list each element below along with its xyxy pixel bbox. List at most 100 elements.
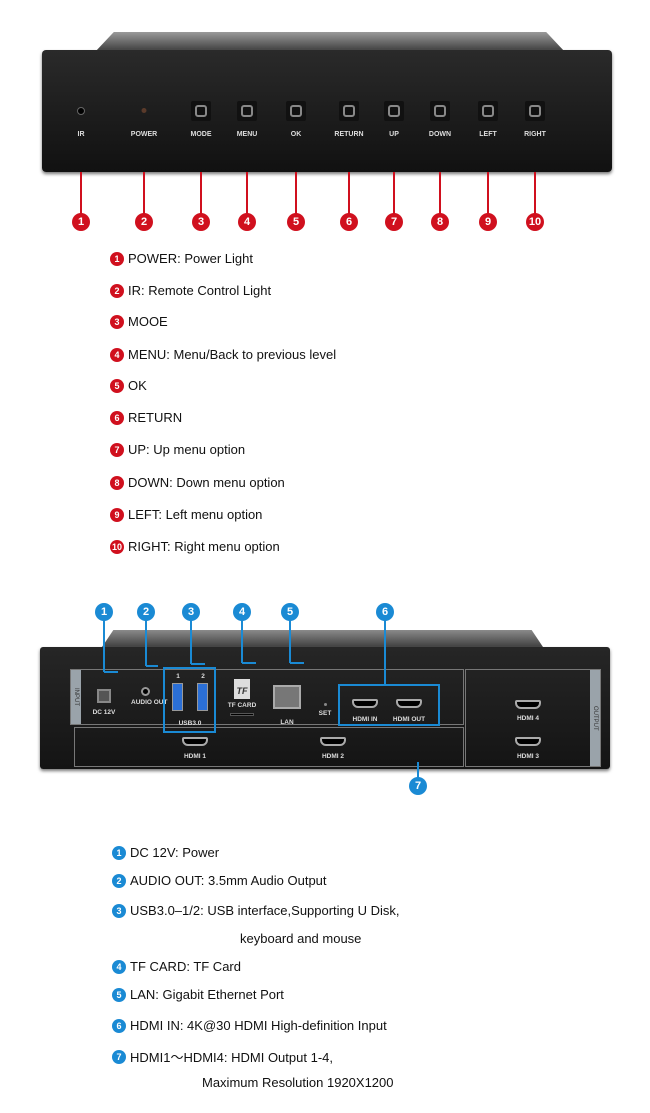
button-face <box>434 105 446 117</box>
number-badge: 5 <box>112 987 126 1002</box>
up-label: UP <box>389 131 399 138</box>
number-badge: 10 <box>110 539 124 554</box>
legend-text: IR: Remote Control Light <box>128 283 272 298</box>
mode-button <box>191 101 211 121</box>
tf-card-icon: TF <box>234 679 250 699</box>
device-top-cover <box>100 630 545 650</box>
legend-text: LEFT: Left menu option <box>128 507 263 522</box>
number-badge: 5 <box>110 378 124 393</box>
button-face <box>482 105 494 117</box>
callout-5: 5 <box>287 213 305 231</box>
number-badge: 2 <box>110 283 124 298</box>
output-label: OUTPUT <box>590 670 600 766</box>
callout-line <box>145 612 147 666</box>
hdmi3-label: HDMI 3 <box>516 753 540 760</box>
input-panel <box>70 669 464 725</box>
legend-continuation: Maximum Resolution 1920X1200 <box>202 1075 394 1090</box>
button-face <box>529 105 541 117</box>
hdmi3-port <box>515 737 541 746</box>
right-label: RIGHT <box>524 131 546 138</box>
callout-line <box>348 172 350 214</box>
set-button <box>324 703 327 706</box>
hdmi-in-label: HDMI IN <box>352 716 378 723</box>
set-button-label: SET <box>318 710 332 717</box>
tf-slot <box>230 713 254 716</box>
return-label: RETURN <box>334 131 364 138</box>
number-badge: 9 <box>110 507 124 522</box>
usb-highlight <box>163 667 216 733</box>
legend-text: AUDIO OUT: 3.5mm Audio Output <box>130 873 327 888</box>
ok-label: OK <box>290 131 302 138</box>
button-face <box>195 105 207 117</box>
number-badge: 3 <box>112 903 126 918</box>
hdmi4-label: HDMI 4 <box>516 715 540 722</box>
legend-text: RETURN <box>128 410 183 425</box>
front-legend-item: 10 RIGHT: Right menu option <box>110 539 280 554</box>
callout-line <box>246 172 248 214</box>
callout-line <box>104 671 118 673</box>
ok-button <box>286 101 306 121</box>
button-face <box>290 105 302 117</box>
number-badge: 4 <box>110 347 124 362</box>
up-button <box>384 101 404 121</box>
legend-text: DC 12V: Power <box>130 845 220 860</box>
ir-label: IR <box>77 131 85 138</box>
tf-label: TF CARD <box>227 702 257 709</box>
legend-text: MENU: Menu/Back to previous level <box>128 347 337 362</box>
number-badge: 6 <box>112 1018 126 1033</box>
hdmi1-port <box>182 737 208 746</box>
left-button <box>478 101 498 121</box>
callout-line <box>289 612 291 663</box>
callout-line <box>487 172 489 214</box>
hdmi-out-label: HDMI OUT <box>392 716 426 723</box>
ir-receiver <box>77 107 85 115</box>
callout-line <box>191 663 205 665</box>
legend-text: UP: Up menu option <box>128 442 246 457</box>
callout-line <box>295 172 297 214</box>
callout-4: 4 <box>233 603 251 621</box>
rear-legend-item: 2 AUDIO OUT: 3.5mm Audio Output <box>112 873 327 888</box>
return-button <box>339 101 359 121</box>
hdmi-output-strip <box>74 727 464 767</box>
callout-line <box>439 172 441 214</box>
legend-continuation: keyboard and mouse <box>240 931 362 946</box>
legend-text: RIGHT: Right menu option <box>128 539 280 554</box>
number-badge: 7 <box>110 442 124 457</box>
device-rear-face: INPUT OUTPUT DC 12V AUDIO OUT 1 2 USB3.0… <box>40 647 610 769</box>
number-badge: 2 <box>112 873 126 888</box>
callout-line <box>143 172 145 214</box>
callout-3: 3 <box>192 213 210 231</box>
callout-2: 2 <box>137 603 155 621</box>
callout-7: 7 <box>409 777 427 795</box>
number-badge: 3 <box>110 314 124 329</box>
button-face <box>241 105 253 117</box>
hdmi-in-out-highlight <box>338 684 440 726</box>
button-face <box>343 105 355 117</box>
callout-3: 3 <box>182 603 200 621</box>
front-legend-item: 2 IR: Remote Control Light <box>110 283 271 298</box>
callout-7: 7 <box>385 213 403 231</box>
right-button <box>525 101 545 121</box>
left-label: LEFT <box>479 131 497 138</box>
callout-line <box>103 612 105 672</box>
callout-line <box>534 172 536 214</box>
callout-line <box>384 612 386 686</box>
down-label: DOWN <box>428 131 452 138</box>
hdmi2-port <box>320 737 346 746</box>
number-badge: 1 <box>112 845 126 860</box>
usb2-label: 2 <box>201 673 205 680</box>
callout-line <box>190 612 192 664</box>
number-badge: 8 <box>110 475 124 490</box>
callout-8: 8 <box>431 213 449 231</box>
callout-line <box>80 172 82 214</box>
input-label: INPUT <box>71 670 81 724</box>
lan-label: LAN <box>280 719 294 726</box>
usb1-label: 1 <box>176 673 180 680</box>
legend-text: POWER: Power Light <box>128 251 253 266</box>
callout-5: 5 <box>281 603 299 621</box>
